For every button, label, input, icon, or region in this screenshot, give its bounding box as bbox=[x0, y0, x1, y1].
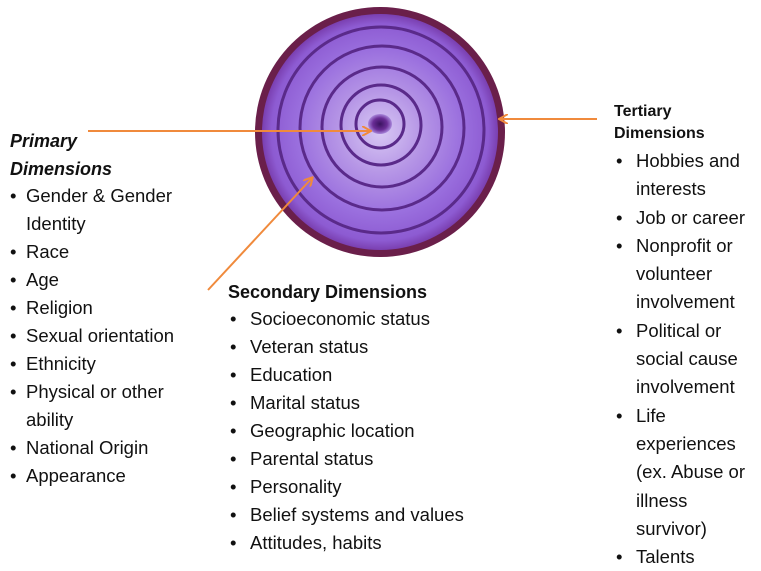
tertiary-item: Nonprofit or volunteer involvement bbox=[616, 232, 756, 317]
tertiary-item: Talents bbox=[616, 543, 756, 571]
tertiary-item: Hobbies and interests bbox=[616, 147, 756, 204]
secondary-item: Parental status bbox=[230, 445, 520, 473]
onion-image bbox=[255, 7, 505, 257]
secondary-arrow bbox=[207, 178, 312, 291]
secondary-item: Socioeconomic status bbox=[230, 305, 520, 333]
primary-item: Physical or other ability bbox=[10, 378, 190, 434]
secondary-item: Geographic location bbox=[230, 417, 520, 445]
secondary-item: Marital status bbox=[230, 389, 520, 417]
onion-ring bbox=[354, 98, 406, 150]
arrows bbox=[88, 119, 597, 291]
primary-dimensions-heading: Primary Dimensions bbox=[10, 131, 113, 179]
primary-item: Religion bbox=[10, 294, 190, 322]
onion-ring bbox=[320, 65, 444, 189]
secondary-item: Veteran status bbox=[230, 333, 520, 361]
primary-item: Ethnicity bbox=[10, 350, 190, 378]
primary-item: Gender & Gender Identity bbox=[10, 182, 190, 238]
primary-item: Race bbox=[10, 238, 190, 266]
secondary-dimensions-heading: Secondary Dimensions bbox=[228, 282, 428, 302]
tertiary-dimensions-list: Hobbies and interests Job or career Nonp… bbox=[616, 147, 756, 571]
primary-item: Sexual orientation bbox=[10, 322, 190, 350]
secondary-item: Education bbox=[230, 361, 520, 389]
primary-item: National Origin bbox=[10, 434, 190, 462]
secondary-item: Personality bbox=[230, 473, 520, 501]
onion-core bbox=[368, 114, 392, 134]
tertiary-item: Life experiences (ex. Abuse or illness s… bbox=[616, 402, 756, 543]
onion-ring bbox=[298, 44, 466, 212]
primary-item: Appearance bbox=[10, 462, 190, 490]
primary-item: Age bbox=[10, 266, 190, 294]
tertiary-item: Job or career bbox=[616, 204, 756, 233]
secondary-item: Attitudes, habits bbox=[230, 529, 520, 557]
secondary-dimensions-list: Socioeconomic status Veteran status Educ… bbox=[230, 305, 520, 557]
tertiary-item: Political or social cause involvement bbox=[616, 317, 756, 402]
primary-dimensions-list: Gender & Gender Identity Race Age Religi… bbox=[10, 182, 190, 490]
secondary-item: Belief systems and values bbox=[230, 501, 520, 529]
tertiary-dimensions-heading: Tertiary Dimensions bbox=[614, 103, 705, 142]
onion-ring bbox=[339, 83, 423, 167]
